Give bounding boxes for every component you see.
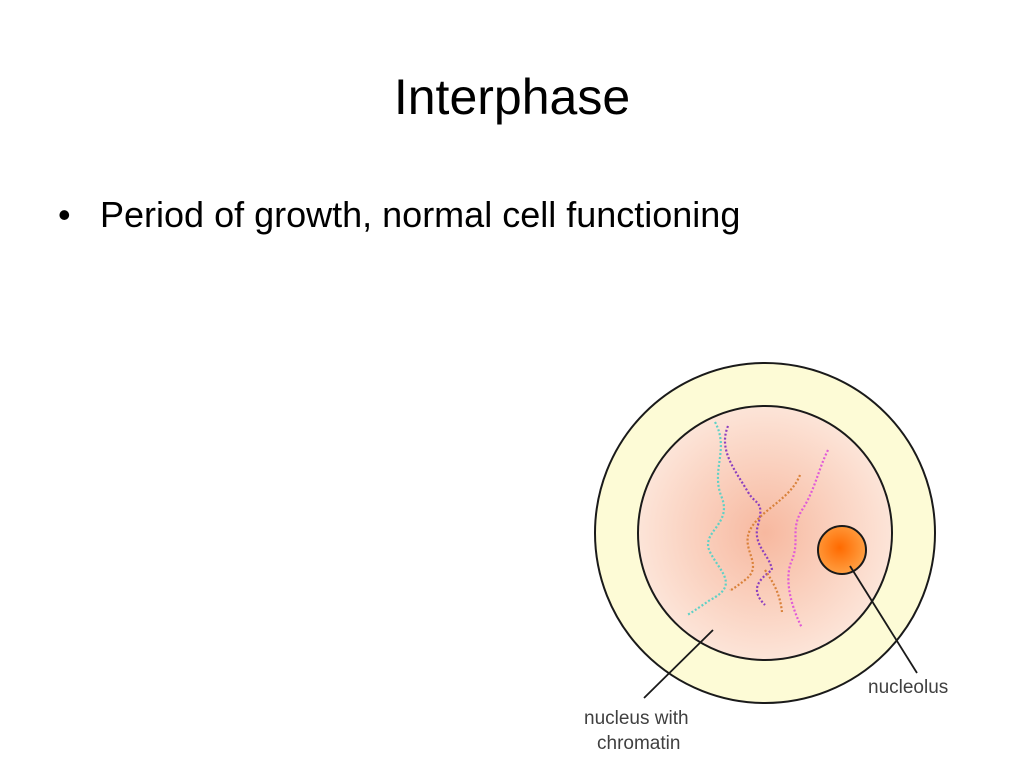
slide-title: Interphase xyxy=(0,62,1024,132)
nucleolus xyxy=(818,526,866,574)
bullet-text: Period of growth, normal cell functionin… xyxy=(100,194,740,235)
cell-diagram: nucleolus nucleus with chromatin xyxy=(560,340,1000,765)
bullet-item: •Period of growth, normal cell functioni… xyxy=(58,188,740,242)
bullet-icon: • xyxy=(58,188,100,242)
nucleus-label-line2: chromatin xyxy=(597,733,680,754)
nucleus-label-line1: nucleus with xyxy=(584,708,689,729)
bullet-list: •Period of growth, normal cell functioni… xyxy=(58,188,740,242)
nucleolus-label: nucleolus xyxy=(868,677,948,698)
